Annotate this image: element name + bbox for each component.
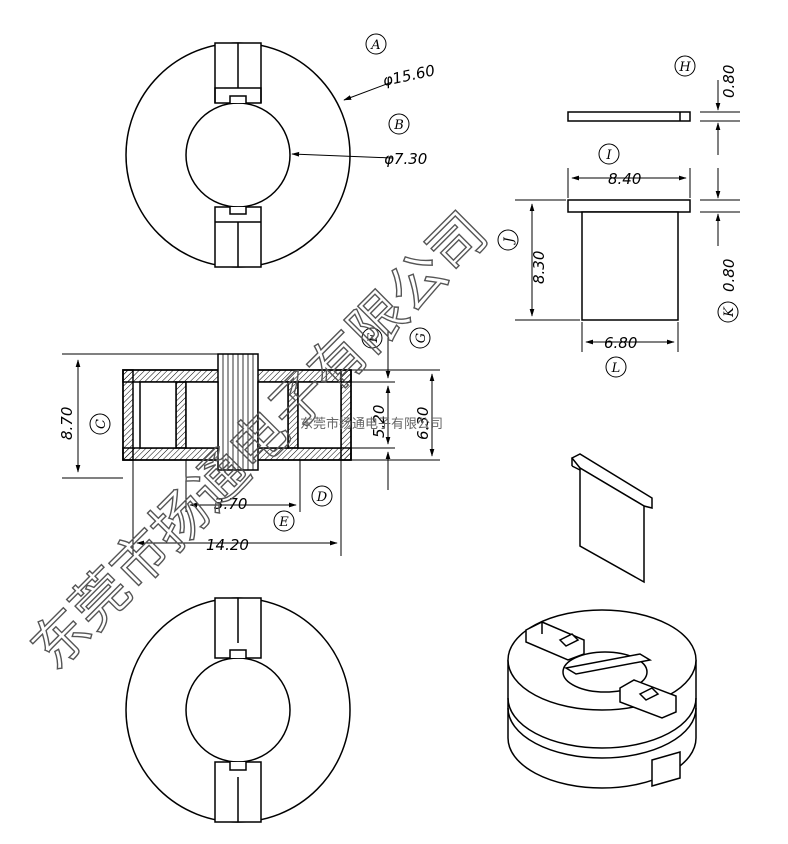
dim-g: 6.30 (414, 407, 432, 440)
dim-j: 8.30 (530, 251, 548, 284)
dim-e-total: 14.20 (206, 536, 249, 554)
bobbin-isometric (507, 609, 697, 789)
dim-h: 0.80 (720, 65, 738, 98)
label-g: G (414, 333, 429, 343)
label-e: E (278, 515, 289, 530)
watermark-small: 东莞市扬通电子有限公司 (300, 416, 443, 432)
label-f: F (366, 333, 381, 344)
dim-phi-inner: φ7.30 (384, 150, 427, 168)
label-l: L (611, 361, 621, 376)
label-j: J (502, 237, 517, 246)
dim-l: 6.80 (604, 334, 637, 352)
clip-isometric (570, 453, 653, 584)
dim-f: 5.20 (370, 405, 388, 438)
top-view (125, 42, 351, 268)
dim-k: 0.80 (720, 259, 738, 292)
clip-top-profile (567, 111, 691, 122)
label-b: B (393, 118, 404, 133)
side-section-view (122, 353, 352, 471)
label-k: K (722, 306, 737, 318)
dim-height-c: 8.70 (58, 407, 76, 440)
label-c: C (94, 419, 109, 429)
label-a: A (370, 38, 380, 53)
dim-e-inner: 3.70 (214, 495, 247, 513)
label-d: D (316, 490, 328, 505)
clip-front-profile (567, 199, 691, 321)
inner-circle (185, 102, 291, 208)
bottom-view (125, 597, 351, 823)
label-h: H (678, 60, 691, 75)
dim-phi-outer: φ15.60 (381, 61, 436, 90)
label-i: I (605, 148, 612, 163)
dim-i: 8.40 (608, 170, 641, 188)
